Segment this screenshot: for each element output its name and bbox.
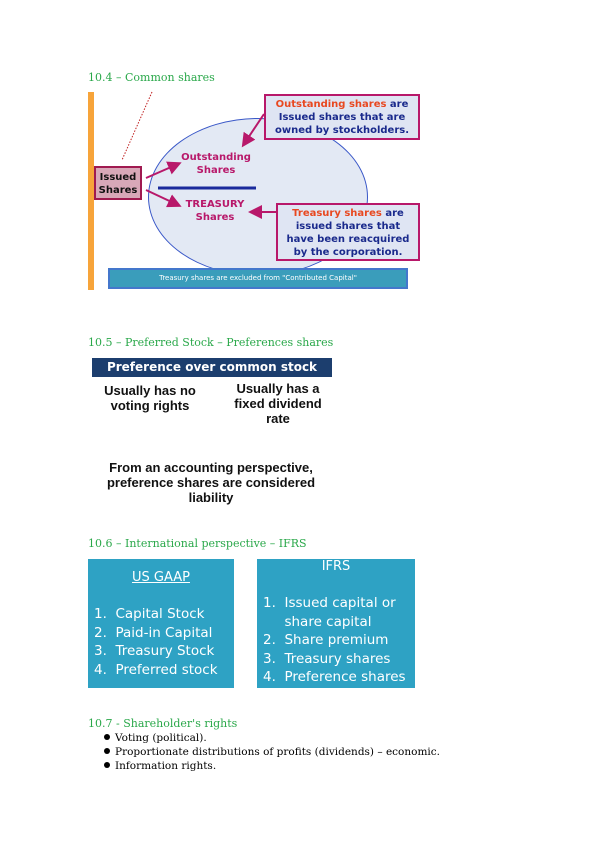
us-gaap-item: 4. Preferred stock (94, 661, 218, 678)
us-gaap-title: US GAAP (132, 570, 190, 585)
ifrs-item: 3. Treasury shares (263, 650, 391, 667)
list-item: Proportionate distributions of profits (… (104, 745, 440, 759)
ifrs-box: IFRS 1. Issued capital or share capital … (257, 559, 415, 688)
us-gaap-item: 1. Capital Stock (94, 606, 205, 622)
section-heading-shareholder-rights: 10.7 - Shareholder's rights (88, 717, 238, 730)
list-item-text: Information rights. (115, 760, 217, 772)
ifrs-item: 2. Share premium (263, 632, 389, 648)
bullet-icon (104, 748, 110, 754)
accounting-perspective-text: From an accounting perspective, preferen… (106, 460, 316, 505)
us-gaap-item: 2. Paid-in Capital (94, 624, 213, 641)
list-item: Information rights. (104, 759, 440, 773)
callout-treasury-highlight: Treasury shares (292, 208, 382, 219)
ifrs-list: 1. Issued capital or share capital 2. Sh… (263, 594, 406, 687)
issued-shares-box: Issued Shares (94, 166, 142, 200)
ifrs-item: 1. Issued capital or (263, 595, 396, 611)
callout-treasury: Treasury shares are issued shares that h… (276, 203, 420, 261)
arrow-callout-outstanding (241, 113, 265, 148)
contributed-capital-note: Treasury shares are excluded from "Contr… (108, 268, 408, 289)
bullet-icon (104, 734, 110, 740)
us-gaap-box: US GAAP 1. Capital Stock 2. Paid-in Capi… (88, 559, 234, 688)
callout-treasury-text: are issued shares that have been reacqui… (286, 208, 410, 258)
ifrs-title: IFRS (321, 559, 351, 574)
dotted-pointer (121, 91, 153, 161)
preference-title-bar: Preference over common stock (92, 358, 332, 377)
section-heading-preferred-stock: 10.5 – Preferred Stock – Preferences sha… (88, 336, 334, 349)
section-heading-common-shares: 10.4 – Common shares (88, 71, 215, 84)
us-gaap-item: 3. Treasury Stock (94, 643, 215, 659)
arrow-to-outstanding (145, 161, 182, 179)
callout-outstanding-text: are Issued shares that are owned by stoc… (274, 99, 410, 136)
shareholder-rights-list: Voting (political). Proportionate distri… (104, 731, 440, 773)
list-item-text: Voting (political). (115, 732, 207, 744)
callout-outstanding-highlight: Outstanding shares (275, 99, 387, 110)
bullet-icon (104, 762, 110, 768)
ifrs-item: 4. Preference shares (263, 669, 406, 685)
treasury-shares-label: TREASURY Shares (185, 199, 245, 223)
section-heading-ifrs: 10.6 – International perspective – IFRS (88, 537, 307, 550)
no-voting-rights-text: Usually has no voting rights (104, 383, 196, 413)
list-item-text: Proportionate distributions of profits (… (115, 746, 440, 758)
us-gaap-list: 1. Capital Stock 2. Paid-in Capital 3. T… (94, 605, 218, 679)
arrow-to-treasury (145, 189, 182, 208)
fixed-dividend-text: Usually has a fixed dividend rate (234, 381, 322, 426)
outstanding-shares-label: Outstanding Shares (181, 152, 251, 176)
accent-bar (88, 92, 94, 290)
list-item: Voting (political). (104, 731, 440, 745)
ifrs-item: share capital (263, 613, 372, 630)
callout-outstanding: Outstanding shares are Issued shares tha… (264, 94, 420, 140)
